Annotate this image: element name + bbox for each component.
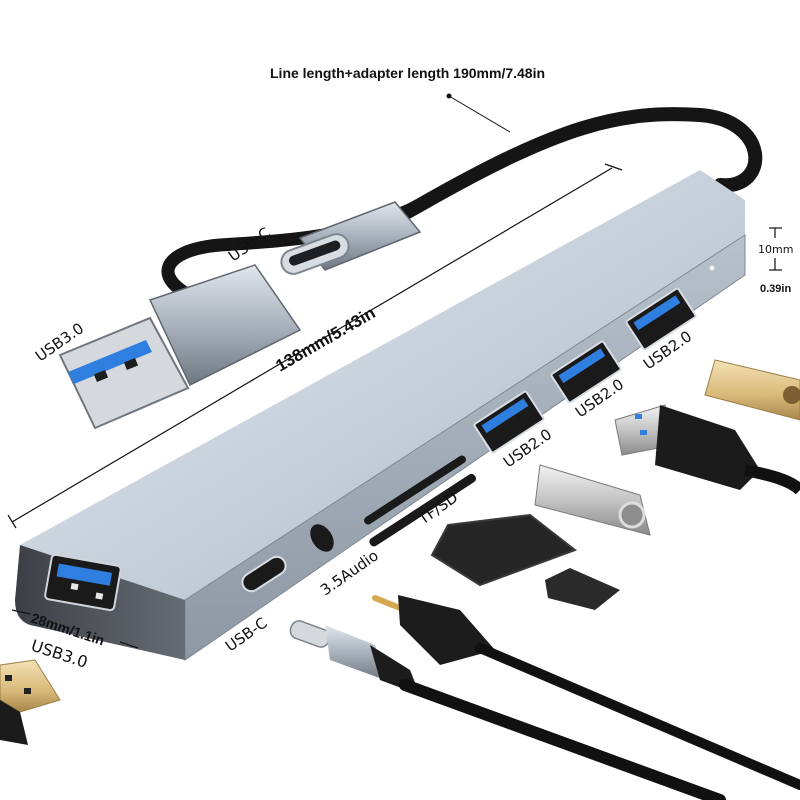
usb-c-plug xyxy=(280,201,422,275)
body-height-mm-label: 10mm xyxy=(758,243,793,256)
port-usb-c xyxy=(241,555,287,593)
dimension-cable-leader xyxy=(446,93,511,133)
port-card-reader xyxy=(364,455,477,547)
audio-cable xyxy=(372,595,800,790)
body-height-in-label: 0.39in xyxy=(760,283,791,295)
dimension-body-length xyxy=(7,163,623,529)
port-usb2-1 xyxy=(473,390,545,454)
usb-c-cable xyxy=(289,620,726,800)
dimension-body-height xyxy=(769,227,782,271)
port-audio xyxy=(308,522,336,554)
silver-flash-drive xyxy=(534,464,651,536)
hub-cable xyxy=(323,107,763,262)
port-front-usb3 xyxy=(44,553,122,612)
dimension-body-width xyxy=(11,609,139,649)
usb-a-cable xyxy=(614,404,800,495)
micro-sd-card xyxy=(545,568,620,610)
led-indicator xyxy=(709,265,715,271)
port-usb2-2 xyxy=(550,340,622,404)
gold-flash-drive xyxy=(704,359,800,421)
cable-length-label: Line length+adapter length 190mm/7.48in xyxy=(270,65,545,81)
gold-usb-plug xyxy=(0,659,61,745)
usb-a-plug xyxy=(58,264,302,430)
sd-card xyxy=(430,513,578,587)
port-usb2-3 xyxy=(625,287,697,351)
